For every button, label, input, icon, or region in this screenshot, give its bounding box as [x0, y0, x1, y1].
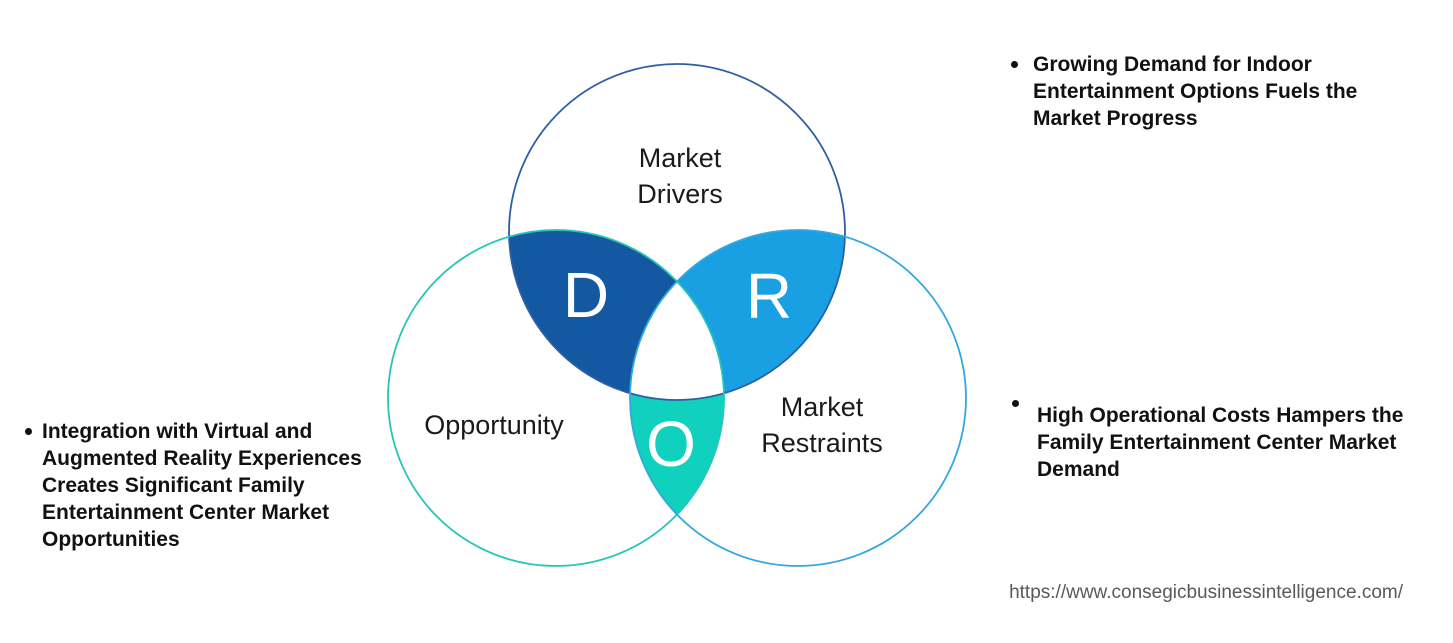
bullet-dot [25, 428, 32, 435]
bullet-restraints: High Operational Costs Hampers the Famil… [1011, 400, 1425, 483]
bullet-dot [1012, 400, 1019, 407]
bullet-opportunity: Integration with Virtual and Augmented R… [22, 418, 412, 553]
bullet-drivers: Growing Demand for Indoor Entertainment … [1010, 51, 1422, 132]
bullet-text: High Operational Costs Hampers the Famil… [1037, 404, 1404, 481]
restraints-label: Market Restraints [761, 392, 883, 458]
opportunity-circle [387, 229, 725, 567]
source-url: https://www.consegicbusinessintelligence… [1009, 582, 1403, 603]
bullet-text: Integration with Virtual and Augmented R… [42, 420, 362, 551]
drivers-circle [508, 63, 846, 401]
letter-r: R [746, 260, 792, 332]
restraints-circle [629, 229, 967, 567]
drivers-label: Market Drivers [637, 143, 723, 209]
letter-d: D [563, 259, 609, 331]
bullet-dot [1011, 61, 1018, 68]
bullet-text: Growing Demand for Indoor Entertainment … [1033, 53, 1358, 130]
letter-o: O [646, 408, 696, 480]
opportunity-label: Opportunity [424, 410, 564, 440]
